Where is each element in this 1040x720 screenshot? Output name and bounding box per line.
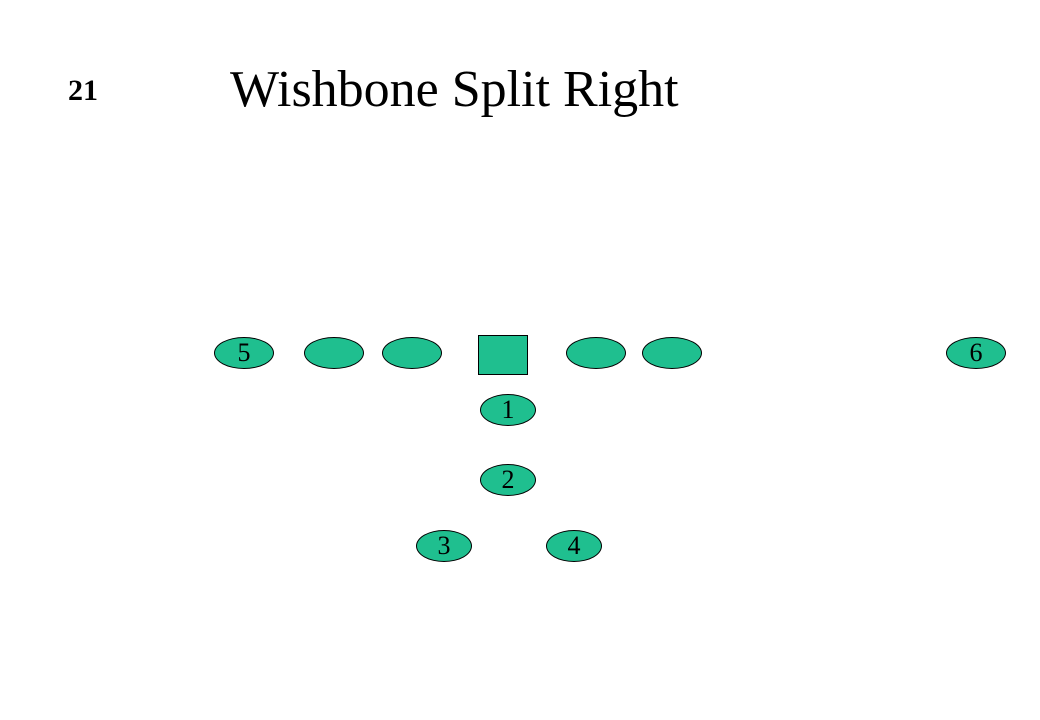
play-title: Wishbone Split Right (230, 61, 679, 118)
player-left-guard (382, 337, 442, 369)
player-left-end: 5 (214, 337, 274, 369)
player-center (478, 335, 528, 375)
player-right-halfback: 4 (546, 530, 602, 562)
player-left-tackle (304, 337, 364, 369)
play-number: 21 (68, 74, 98, 107)
player-fullback: 2 (480, 464, 536, 496)
player-quarterback: 1 (480, 394, 536, 426)
player-right-tackle (642, 337, 702, 369)
player-right-guard (566, 337, 626, 369)
player-split-end: 6 (946, 337, 1006, 369)
player-left-halfback: 3 (416, 530, 472, 562)
